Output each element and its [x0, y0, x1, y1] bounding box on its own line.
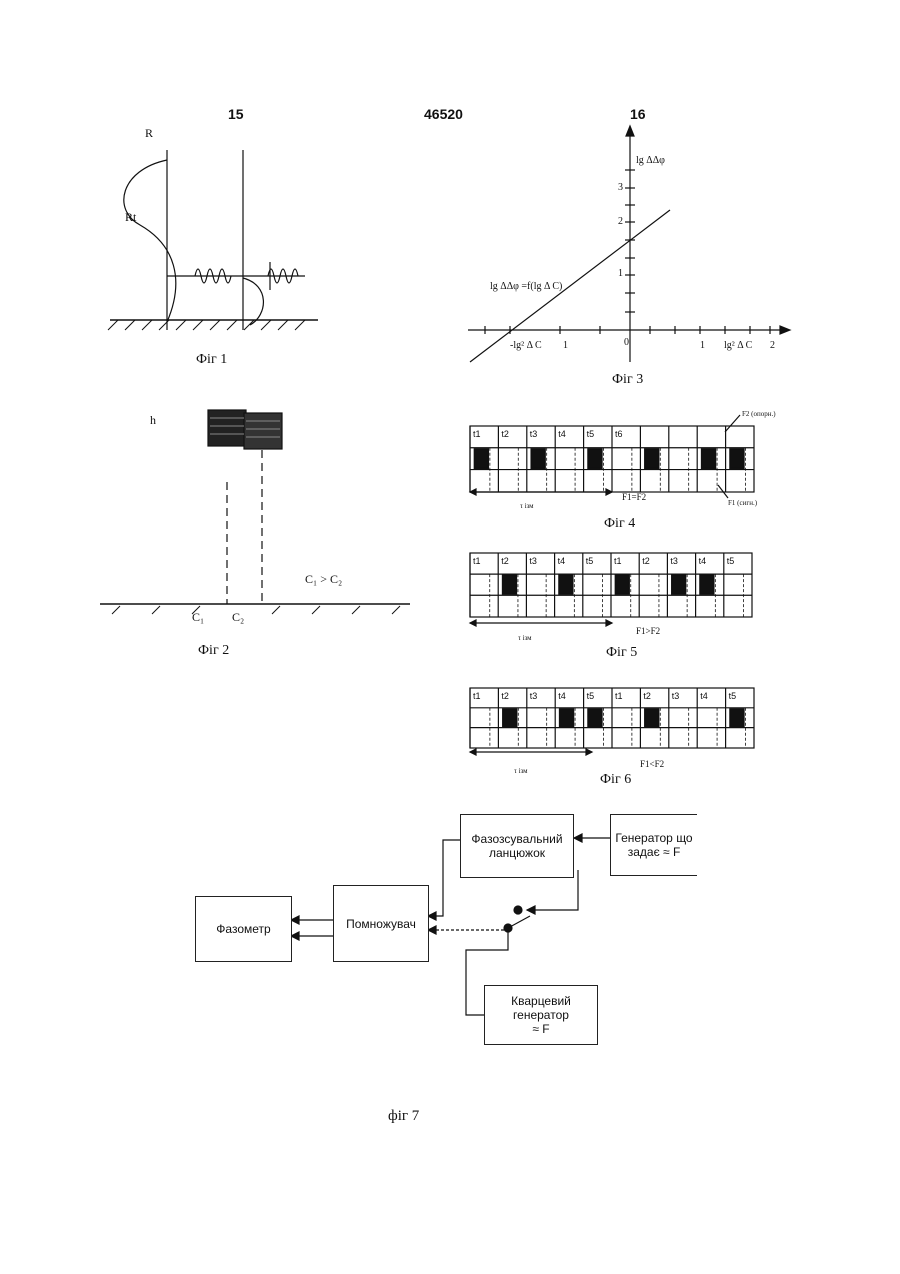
tau-arrow: [470, 620, 476, 626]
fig6-label: t4: [700, 691, 708, 701]
fig2-drawing: [100, 410, 410, 614]
tau-arrow: [470, 749, 476, 755]
phase-shift-block: Фазозсувальний ланцюжок: [460, 814, 574, 878]
fig5-label: t3: [670, 556, 678, 566]
fig4-label: t1: [473, 429, 481, 439]
fig6-label: t4: [558, 691, 566, 701]
fig3-xtick-2: 2: [770, 340, 775, 351]
fig6-label: t1: [473, 691, 481, 701]
fig3-curve-label: lg ΔΔφ =f(lg Δ C): [490, 281, 562, 292]
fig5-label: t5: [586, 556, 594, 566]
fig7-caption: фіг 7: [388, 1108, 419, 1125]
phase-shift-line2: ланцюжок: [489, 846, 545, 860]
fig5-pulse: [559, 575, 573, 594]
fig3-caption: Фіг 3: [612, 372, 643, 388]
fig2-caption: Фіг 2: [198, 643, 229, 659]
fig2-label-h: h: [150, 413, 156, 428]
fig4-pulse: [730, 449, 744, 469]
fig5-pulse: [502, 575, 516, 594]
fig5-label: t3: [529, 556, 537, 566]
fig4-pulse: [645, 449, 659, 469]
fig5-label: t4: [558, 556, 566, 566]
fig1-label-r: R: [145, 126, 153, 141]
fig6-pulse: [645, 709, 659, 727]
fig1-drawing: [108, 150, 318, 330]
fig6-pulse: [588, 709, 602, 727]
fig6-label: t2: [501, 691, 509, 701]
fig6-relation: F1<F2: [640, 759, 664, 769]
fig3-xtick-0: 0: [624, 337, 629, 348]
fig4-label: t3: [530, 429, 538, 439]
fig6-tau: τ ізм: [514, 767, 528, 775]
fig3-x-arrow: [780, 326, 790, 334]
generator-line2: задає ≈ F: [628, 845, 681, 859]
fig5-pulse: [672, 575, 686, 594]
fig1-label-rt: Rt: [125, 210, 136, 225]
tau-arrow: [586, 749, 592, 755]
fig4-label: t2: [501, 429, 509, 439]
fig5-label: t1: [614, 556, 622, 566]
fig3-xtick-1-right: 1: [700, 340, 705, 351]
quartz-generator-block: Кварцевий генератор ≈ F: [484, 985, 598, 1045]
fig2-relation: C₁ > C₂: [305, 572, 342, 587]
fig5-pulse: [615, 575, 629, 594]
fig4-f2-note: F2 (опорн.): [742, 410, 776, 418]
quartz-line3: ≈ F: [532, 1022, 549, 1036]
phase-shift-line1: Фазозсувальний: [471, 832, 562, 846]
fig4-pulse: [588, 449, 602, 469]
fig5-label: t2: [501, 556, 509, 566]
fig5-caption: Фіг 5: [606, 645, 637, 661]
phasemeter-label: Фазометр: [216, 922, 270, 936]
fig4-label: t6: [615, 429, 623, 439]
fig3-y-label: lg ΔΔφ: [636, 155, 665, 166]
fig3-ytick-1: 1: [618, 268, 623, 279]
fig5-label: t4: [699, 556, 707, 566]
fig3-drawing: [468, 126, 790, 362]
fig6-label: t3: [530, 691, 538, 701]
fig2-label-c2: C₂: [232, 610, 244, 625]
fig4-caption: Фіг 4: [604, 516, 635, 532]
fig6-label: t5: [587, 691, 595, 701]
fig4-label: t5: [587, 429, 595, 439]
quartz-line2: генератор: [513, 1008, 569, 1022]
fig4-pulse: [531, 449, 545, 469]
multiplier-block: Помножувач: [333, 885, 429, 962]
fig4-relation: F1=F2: [622, 492, 646, 502]
fig3-ytick-2: 2: [618, 216, 623, 227]
generator-block: Генератор що задає ≈ F: [610, 814, 697, 876]
fig6-pulse: [559, 709, 573, 727]
fig5-label: t2: [642, 556, 650, 566]
fig4-f1-note: F1 (сигн.): [728, 499, 757, 507]
fig4-pulse: [701, 449, 715, 469]
fig4-tau: τ ізм: [520, 502, 534, 510]
fig5-label: t1: [473, 556, 481, 566]
fig6-label: t3: [672, 691, 680, 701]
fig3-xtick-neg: -lg² Δ C: [510, 340, 542, 351]
generator-line1: Генератор що: [615, 831, 692, 845]
fig6-pulse: [730, 709, 744, 727]
fig6-label: t2: [643, 691, 651, 701]
fig5-label: t5: [727, 556, 735, 566]
fig6-caption: Фіг 6: [600, 772, 631, 788]
fig6-label: t1: [615, 691, 623, 701]
fig5-pulse: [700, 575, 714, 594]
phasemeter-block: Фазометр: [195, 896, 292, 962]
fig6-pulse: [503, 709, 517, 727]
fig2-label-c1: C₁: [192, 610, 204, 625]
fig4-label: t4: [558, 429, 566, 439]
fig3-ytick-3: 3: [618, 182, 623, 193]
fig4-pulse: [474, 449, 488, 469]
fig5-relation: F1>F2: [636, 626, 660, 636]
fig3-xtick-1-left: 1: [563, 340, 568, 351]
fig6-label: t5: [729, 691, 737, 701]
fig3-xtick-pos: lg² Δ C: [724, 340, 752, 351]
fig3-y-arrow: [626, 126, 634, 136]
fig5-tau: τ ізм: [518, 634, 532, 642]
tau-arrow: [606, 620, 612, 626]
fig1-caption: Фіг 1: [196, 352, 227, 368]
multiplier-label: Помножувач: [346, 917, 416, 931]
quartz-line1: Кварцевий: [511, 994, 571, 1008]
